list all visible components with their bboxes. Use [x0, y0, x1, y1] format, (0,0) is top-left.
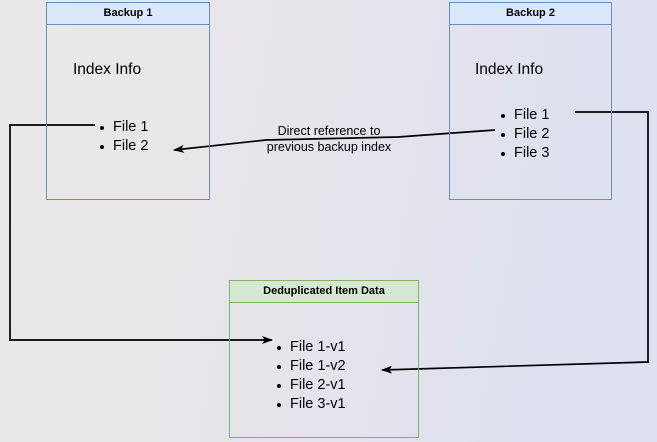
node-backup-2[interactable]: Backup 2 Index Info File 1 File 2 File 3 — [449, 2, 612, 200]
list-item[interactable]: File 2 — [501, 125, 549, 144]
list-item[interactable]: File 3-v1 — [277, 395, 346, 414]
node-backup-2-title: Backup 2 — [506, 7, 555, 19]
node-dedup-header: Deduplicated Item Data — [230, 281, 418, 303]
node-dedup-title: Deduplicated Item Data — [263, 285, 385, 297]
edge-backup1-to-dedup — [9, 124, 273, 344]
edge-label-line-1: Direct reference to — [277, 124, 381, 138]
list-item[interactable]: File 1 — [501, 106, 549, 125]
list-item[interactable]: File 2-v1 — [277, 376, 346, 395]
edge-label-direct-reference: Direct reference to previous backup inde… — [255, 123, 403, 155]
list-item[interactable]: File 1-v1 — [277, 338, 346, 357]
edge-label-line-2: previous backup index — [266, 140, 392, 154]
list-item[interactable]: File 3 — [501, 144, 549, 163]
node-backup-1[interactable]: Backup 1 Index Info File 1 File 2 — [46, 2, 210, 200]
node-backup-1-header: Backup 1 — [47, 3, 209, 25]
dedup-file-list: File 1-v1 File 1-v2 File 2-v1 File 3-v1 — [277, 338, 346, 414]
node-backup-2-header: Backup 2 — [450, 3, 611, 25]
node-deduplicated-item-data[interactable]: Deduplicated Item Data File 1-v1 File 1-… — [229, 280, 419, 438]
backup-2-index-info-label: Index Info — [475, 61, 544, 78]
edge-direct-reference — [173, 129, 496, 153]
backup-1-index-info-label: Index Info — [73, 61, 142, 78]
backup-2-file-list: File 1 File 2 File 3 — [501, 106, 549, 163]
node-backup-1-title: Backup 1 — [103, 7, 153, 19]
list-item[interactable]: File 1 — [100, 118, 148, 137]
backup-1-file-list: File 1 File 2 — [100, 118, 148, 156]
list-item[interactable]: File 2 — [100, 137, 148, 156]
list-item[interactable]: File 1-v2 — [277, 357, 346, 376]
